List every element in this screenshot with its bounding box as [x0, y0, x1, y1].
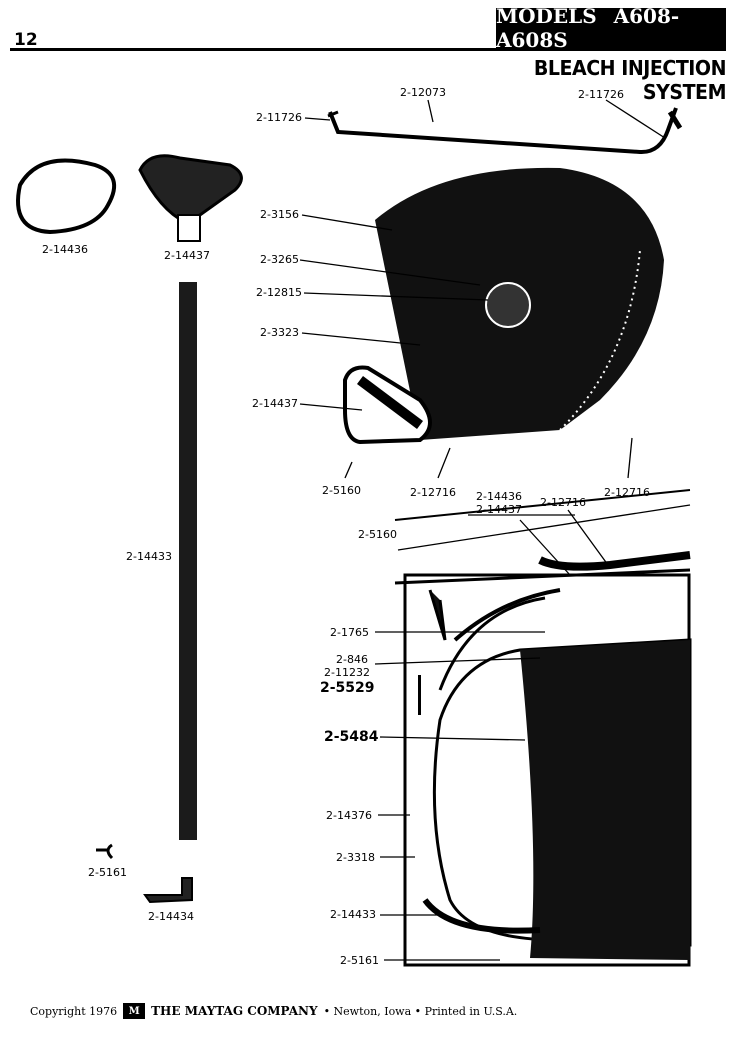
part-label: 2-14436 [476, 490, 522, 503]
bracket-part [143, 877, 193, 904]
part-label: 2-14437 [252, 397, 298, 410]
part-label: 2-14437 [164, 249, 210, 262]
part-label: 2-3318 [336, 851, 375, 864]
part-label: 2-3156 [260, 208, 299, 221]
maytag-logo-icon: M [123, 1003, 146, 1019]
part-label: 2-11232 [324, 666, 370, 679]
gasket-part [16, 158, 117, 235]
copyright-text: Copyright 1976 [30, 1004, 118, 1018]
header-rule [10, 48, 726, 51]
location-text: • Newton, Iowa • Printed in U.S.A. [323, 1004, 518, 1018]
rod-bracket [328, 107, 678, 155]
clip-part [96, 843, 114, 860]
part-label: 2-14436 [42, 243, 88, 256]
part-label: 2-1765 [330, 626, 369, 639]
part-label: 2-3265 [260, 253, 299, 266]
part-label: 2-12716 [604, 486, 650, 499]
models-header: MODELS A608-A608S [496, 4, 726, 52]
part-label: 2-5161 [88, 866, 127, 879]
part-label: 2-14437 [476, 503, 522, 516]
part-label: 2-12815 [256, 286, 302, 299]
part-label: 2-5160 [322, 484, 361, 497]
section-title: BLEACH INJECTION SYSTEM [533, 56, 727, 104]
part-label: 2-12716 [540, 496, 586, 509]
part-label: 2-11726 [578, 88, 624, 101]
company-name: THE MAYTAG COMPANY [151, 1004, 318, 1018]
part-label: 2-5484 [324, 729, 379, 745]
part-label: 2-5529 [320, 680, 375, 696]
part-label: 2-14434 [148, 910, 194, 923]
part-label: 2-14376 [326, 809, 372, 822]
part-label: 2-14433 [330, 908, 376, 921]
part-label: 2-12073 [400, 86, 446, 99]
part-label: 2-12716 [410, 486, 456, 499]
footer: Copyright 1976 M THE MAYTAG COMPANY • Ne… [30, 1003, 517, 1019]
part-label: 2-5160 [358, 528, 397, 541]
part-label: 2-3323 [260, 326, 299, 339]
funnel-part [138, 154, 243, 224]
part-label: 2-846 [336, 653, 368, 666]
tube-part [179, 282, 197, 840]
part-label: 2-14433 [126, 550, 172, 563]
part-label: 2-11726 [256, 111, 302, 124]
page-number: 12 [14, 30, 38, 50]
part-label: 2-5161 [340, 954, 379, 967]
